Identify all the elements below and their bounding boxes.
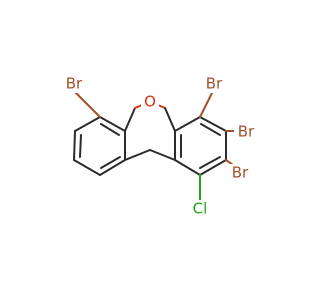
bond-br-top: [199, 92, 213, 118]
atom-oxygen: O: [144, 93, 156, 111]
br-mid-bg: [234, 123, 258, 141]
atom-br-left: Br: [66, 75, 83, 93]
br-left-bg: [63, 75, 87, 93]
bond-furan-o-left: [134, 104, 143, 109]
bond-ring-left-1: [74, 116, 101, 132]
bond-ring-right-4-inner: [199, 156, 221, 169]
atom-label-group: Br O Br Br Br Cl: [63, 75, 258, 218]
oxygen-bg: [141, 93, 159, 111]
bond-furan-4: [149, 149, 176, 161]
bond-ring-left-6: [99, 116, 126, 132]
br-top-bg: [202, 75, 226, 93]
bond-furan-1: [124, 107, 136, 132]
bond-furan-2: [164, 107, 176, 132]
bond-ring-right-2: [199, 116, 227, 132]
atom-br-top: Br: [206, 75, 223, 93]
bond-ring-left-4-inner: [100, 156, 121, 169]
bond-br-left: [75, 92, 101, 118]
bond-ring-left-2-inner: [79, 134, 82, 158]
molecule-structure-diagram: Br O Br Br Br Cl: [63, 74, 258, 218]
chlorine-bg: [189, 200, 211, 218]
bond-ring-right-1: [174, 116, 201, 132]
bond-ring-right-5: [174, 159, 201, 176]
bond-ring-right-2-inner: [200, 123, 221, 136]
atom-br-mid: Br: [238, 123, 255, 141]
bond-group: [73, 92, 237, 201]
bond-ring-left-3: [73, 159, 101, 176]
bond-furan-3: [124, 149, 151, 161]
bond-ring-left-4: [99, 159, 126, 176]
bond-furan-o-right: [157, 104, 166, 109]
atom-br-low: Br: [232, 164, 249, 182]
bond-ring-left-6-inner: [100, 123, 120, 136]
bond-ring-right-4: [199, 159, 227, 176]
bond-ring-left-2: [73, 130, 76, 161]
br-low-bg: [228, 164, 252, 182]
atom-chlorine: Cl: [193, 200, 208, 218]
